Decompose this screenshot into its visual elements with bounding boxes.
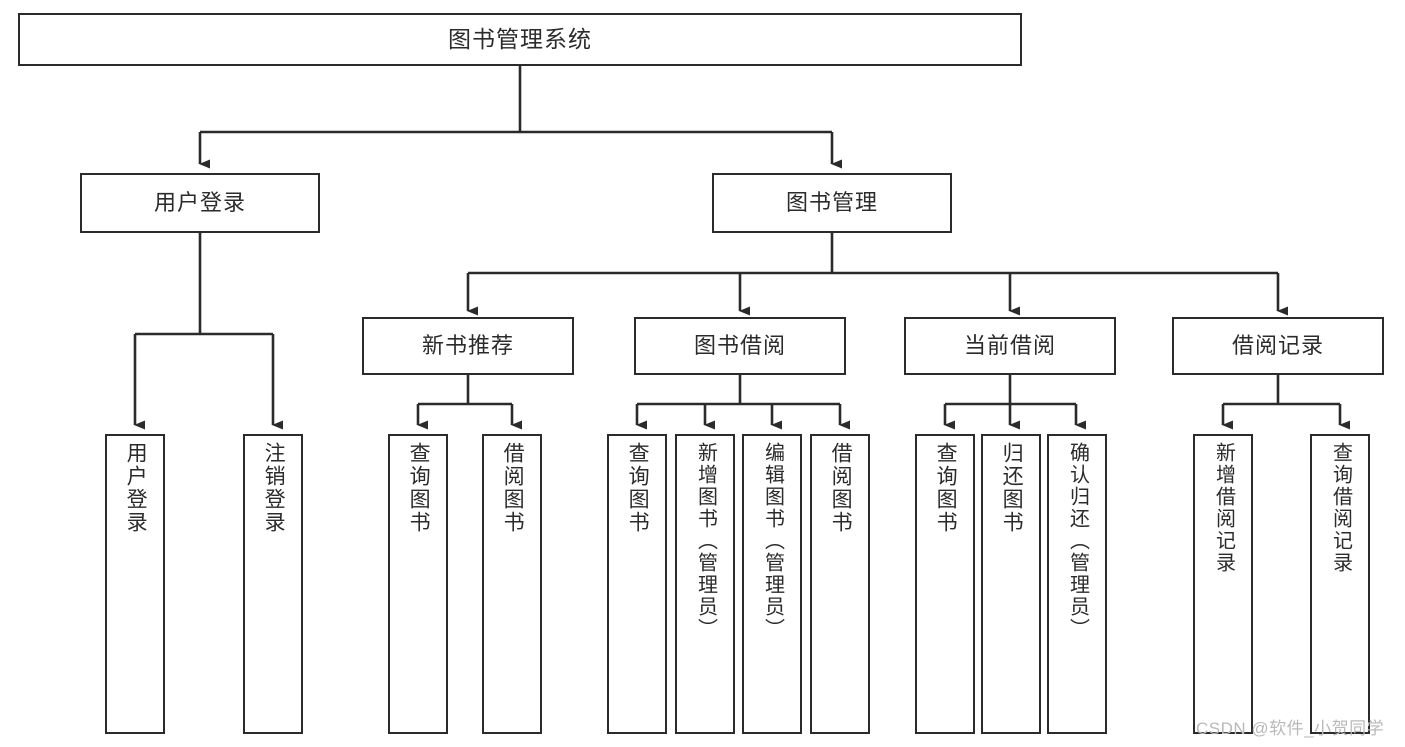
node-leaf-query-book-2-label: 查询图书 — [626, 442, 650, 534]
node-new-book-recommend[interactable]: 新书推荐 — [362, 317, 574, 375]
node-leaf-edit-book[interactable]: 编辑图书（管理员） — [742, 434, 802, 734]
node-leaf-add-book-label: 新增图书（管理员） — [694, 442, 717, 640]
node-leaf-add-book[interactable]: 新增图书（管理员） — [675, 434, 735, 734]
node-leaf-query-book-1-label: 查询图书 — [407, 442, 431, 534]
node-current-borrow[interactable]: 当前借阅 — [904, 317, 1116, 375]
node-leaf-logout-login[interactable]: 注销登录 — [243, 434, 303, 734]
csdn-watermark: CSDN @软件_小贺同学 — [1196, 719, 1385, 738]
node-user-login-label: 用户登录 — [153, 190, 246, 216]
node-leaf-return-book[interactable]: 归还图书 — [981, 434, 1041, 734]
node-leaf-query-book-1[interactable]: 查询图书 — [388, 434, 448, 734]
node-root[interactable]: 图书管理系统 — [18, 13, 1022, 66]
node-leaf-query-record[interactable]: 查询借阅记录 — [1310, 434, 1370, 734]
node-leaf-query-book-3[interactable]: 查询图书 — [915, 434, 975, 734]
node-leaf-add-record[interactable]: 新增借阅记录 — [1193, 434, 1253, 734]
node-leaf-borrow-book-1-label: 借阅图书 — [501, 442, 525, 534]
node-root-label: 图书管理系统 — [448, 25, 592, 52]
node-leaf-user-login-label: 用户登录 — [124, 442, 148, 534]
node-leaf-query-book-3-label: 查询图书 — [934, 442, 958, 534]
node-leaf-confirm-return[interactable]: 确认归还（管理员） — [1047, 434, 1107, 734]
node-new-book-recommend-label: 新书推荐 — [421, 333, 514, 359]
node-leaf-edit-book-label: 编辑图书（管理员） — [761, 442, 784, 640]
node-user-login[interactable]: 用户登录 — [80, 173, 320, 233]
node-leaf-query-record-label: 查询借阅记录 — [1329, 442, 1352, 574]
node-leaf-add-record-label: 新增借阅记录 — [1212, 442, 1235, 574]
node-leaf-borrow-book-1[interactable]: 借阅图书 — [482, 434, 542, 734]
node-leaf-user-login[interactable]: 用户登录 — [105, 434, 165, 734]
node-borrow-record-label: 借阅记录 — [1231, 333, 1324, 359]
node-book-manage[interactable]: 图书管理 — [712, 173, 952, 233]
node-leaf-query-book-2[interactable]: 查询图书 — [607, 434, 667, 734]
node-book-manage-label: 图书管理 — [785, 190, 878, 216]
node-current-borrow-label: 当前借阅 — [963, 333, 1056, 359]
node-leaf-logout-login-label: 注销登录 — [262, 442, 286, 534]
node-leaf-borrow-book-2[interactable]: 借阅图书 — [810, 434, 870, 734]
node-book-borrow-label: 图书借阅 — [693, 333, 786, 359]
node-leaf-confirm-return-label: 确认归还（管理员） — [1066, 442, 1089, 640]
node-book-borrow[interactable]: 图书借阅 — [634, 317, 846, 375]
node-borrow-record[interactable]: 借阅记录 — [1172, 317, 1384, 375]
node-leaf-return-book-label: 归还图书 — [1000, 442, 1024, 534]
node-leaf-borrow-book-2-label: 借阅图书 — [829, 442, 853, 534]
